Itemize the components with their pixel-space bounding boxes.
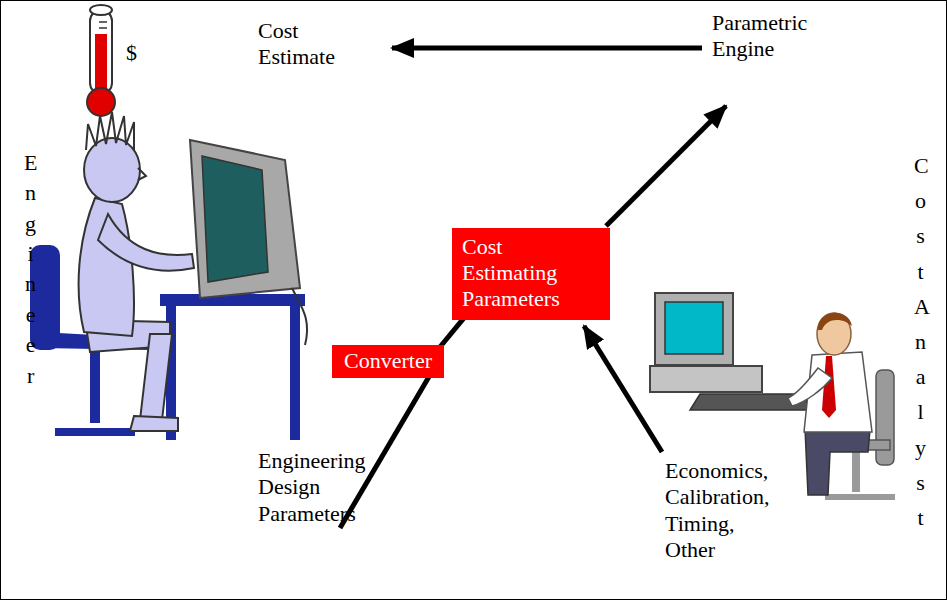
flow-arrow — [584, 326, 662, 452]
engineer-illustration — [30, 112, 307, 440]
analyst-computer-case — [650, 366, 762, 392]
analyst-trousers — [805, 428, 870, 495]
analyst-arm — [788, 368, 832, 406]
thermometer-icon — [87, 5, 115, 116]
role-label: Engineer — [24, 148, 37, 391]
thermometer-cap — [90, 5, 112, 15]
engineer-shin — [140, 334, 172, 420]
box-text: Converter — [344, 348, 432, 374]
flow-arrow — [392, 46, 702, 51]
engineer-head — [84, 138, 140, 202]
analyst-chair-post — [852, 450, 860, 492]
desk-leg — [290, 304, 300, 440]
engineer-arm — [98, 214, 194, 271]
monitor-cable — [292, 288, 307, 345]
engine-label: Parametric Engine — [712, 10, 807, 63]
flow-arrow — [606, 106, 726, 226]
engineer-foot — [130, 416, 178, 431]
engineer-nose — [138, 168, 146, 180]
monitor-body — [190, 140, 300, 298]
analyst-screen — [665, 302, 723, 354]
monitor-screen — [202, 156, 268, 282]
role-label: Cost Analyst — [914, 148, 927, 535]
input-label: Engineering Design Parameters — [258, 448, 366, 527]
analyst-hair — [818, 313, 852, 330]
analyst-monitor — [655, 293, 733, 365]
thermometer-tick — [99, 21, 107, 23]
box-text: Cost Estimating Parameters — [462, 234, 560, 312]
engineer-hair — [86, 112, 134, 150]
desk-top — [160, 294, 305, 306]
analyst-chair-base — [825, 494, 895, 500]
analyst-head — [817, 313, 851, 355]
output-label: Cost Estimate — [258, 18, 335, 71]
parameter-box: Converter — [332, 345, 444, 378]
chair-base — [55, 428, 135, 436]
input-label: Economics, Calibration, Timing, Other — [665, 458, 769, 564]
flow-line — [440, 318, 464, 347]
chair-post — [90, 348, 100, 423]
currency-symbol: $ — [126, 40, 137, 66]
thermometer-bulb — [87, 88, 115, 116]
parameter-box: Cost Estimating Parameters — [452, 228, 610, 320]
thermometer-tick — [99, 27, 107, 29]
